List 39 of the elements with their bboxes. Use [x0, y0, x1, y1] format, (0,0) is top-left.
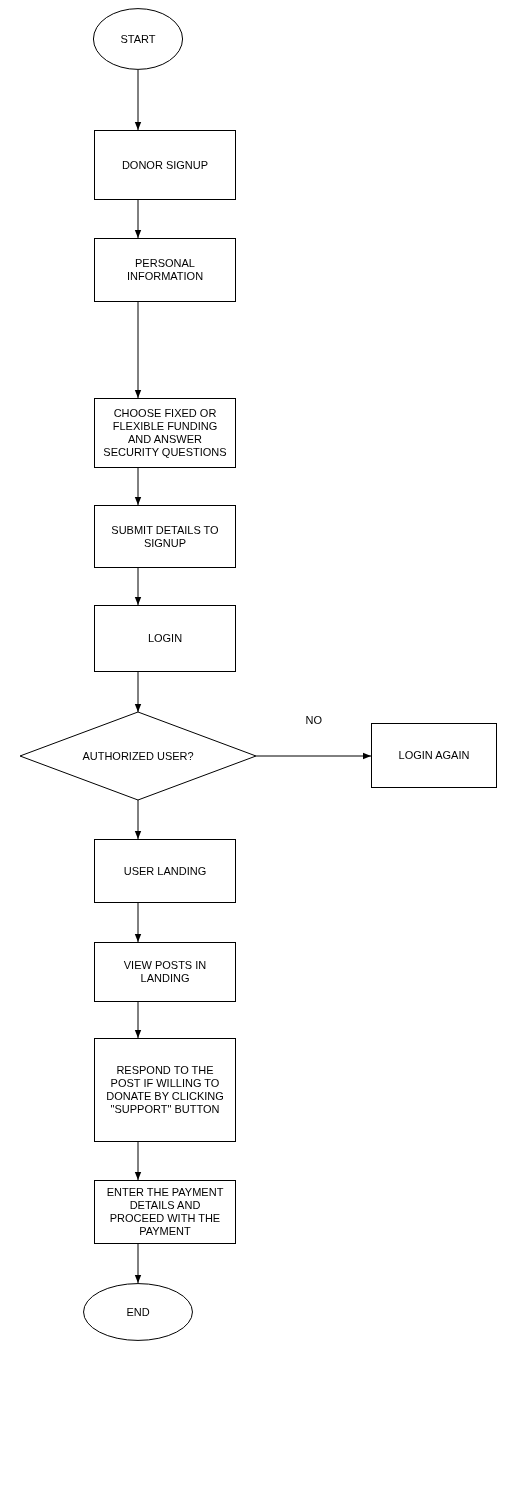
process-box [94, 130, 236, 200]
decision-diamond [20, 712, 256, 800]
node-label: LOGIN [147, 632, 183, 645]
node-label: PERSONAL INFORMATION [125, 257, 205, 283]
process-box [94, 942, 236, 1002]
arrow [134, 1243, 142, 1284]
process-box [371, 723, 497, 788]
process-box [94, 839, 236, 903]
node-label: VIEW POSTS IN LANDING [122, 959, 208, 985]
process-box [94, 1180, 236, 1244]
arrow [134, 301, 142, 399]
terminal-ellipse [93, 8, 183, 70]
arrow [134, 799, 142, 840]
arrow [134, 467, 142, 506]
node-label: USER LANDING [123, 864, 207, 878]
node-label: DONOR SIGNUP [121, 158, 209, 172]
node-label: AUTHORIZED USER? [82, 749, 194, 763]
arrow [134, 567, 142, 606]
process-box [94, 605, 236, 672]
arrow [134, 671, 142, 713]
arrow [134, 1001, 142, 1039]
process-box [94, 505, 236, 568]
node-label: SUBMIT DETAILS TO SIGNUP [110, 523, 220, 550]
node-label: START [120, 32, 156, 46]
arrow [255, 752, 372, 760]
terminal-ellipse [83, 1283, 193, 1341]
node-label: END [126, 1305, 150, 1319]
arrow [134, 1141, 142, 1181]
node-label: LOGIN AGAIN [398, 749, 470, 762]
node-label: RESPOND TO THE POST IF WILLING TO DONATE BY CLICKING "SUPPORT" BUTTON [105, 1064, 225, 1116]
process-box [94, 238, 236, 302]
arrow [134, 199, 142, 239]
process-box [94, 398, 236, 468]
node-label: CHOOSE FIXED OR FLEXIBLE FUNDING AND ANSWER SECURITY QUESTIONS [103, 407, 227, 459]
edge-label: NO [303, 714, 324, 726]
arrow [134, 902, 142, 943]
node-label: ENTER THE PAYMENT DETAILS AND PROCEED WITH THE PAYMENT [105, 1186, 225, 1238]
arrow [134, 69, 142, 131]
process-box [94, 1038, 236, 1142]
